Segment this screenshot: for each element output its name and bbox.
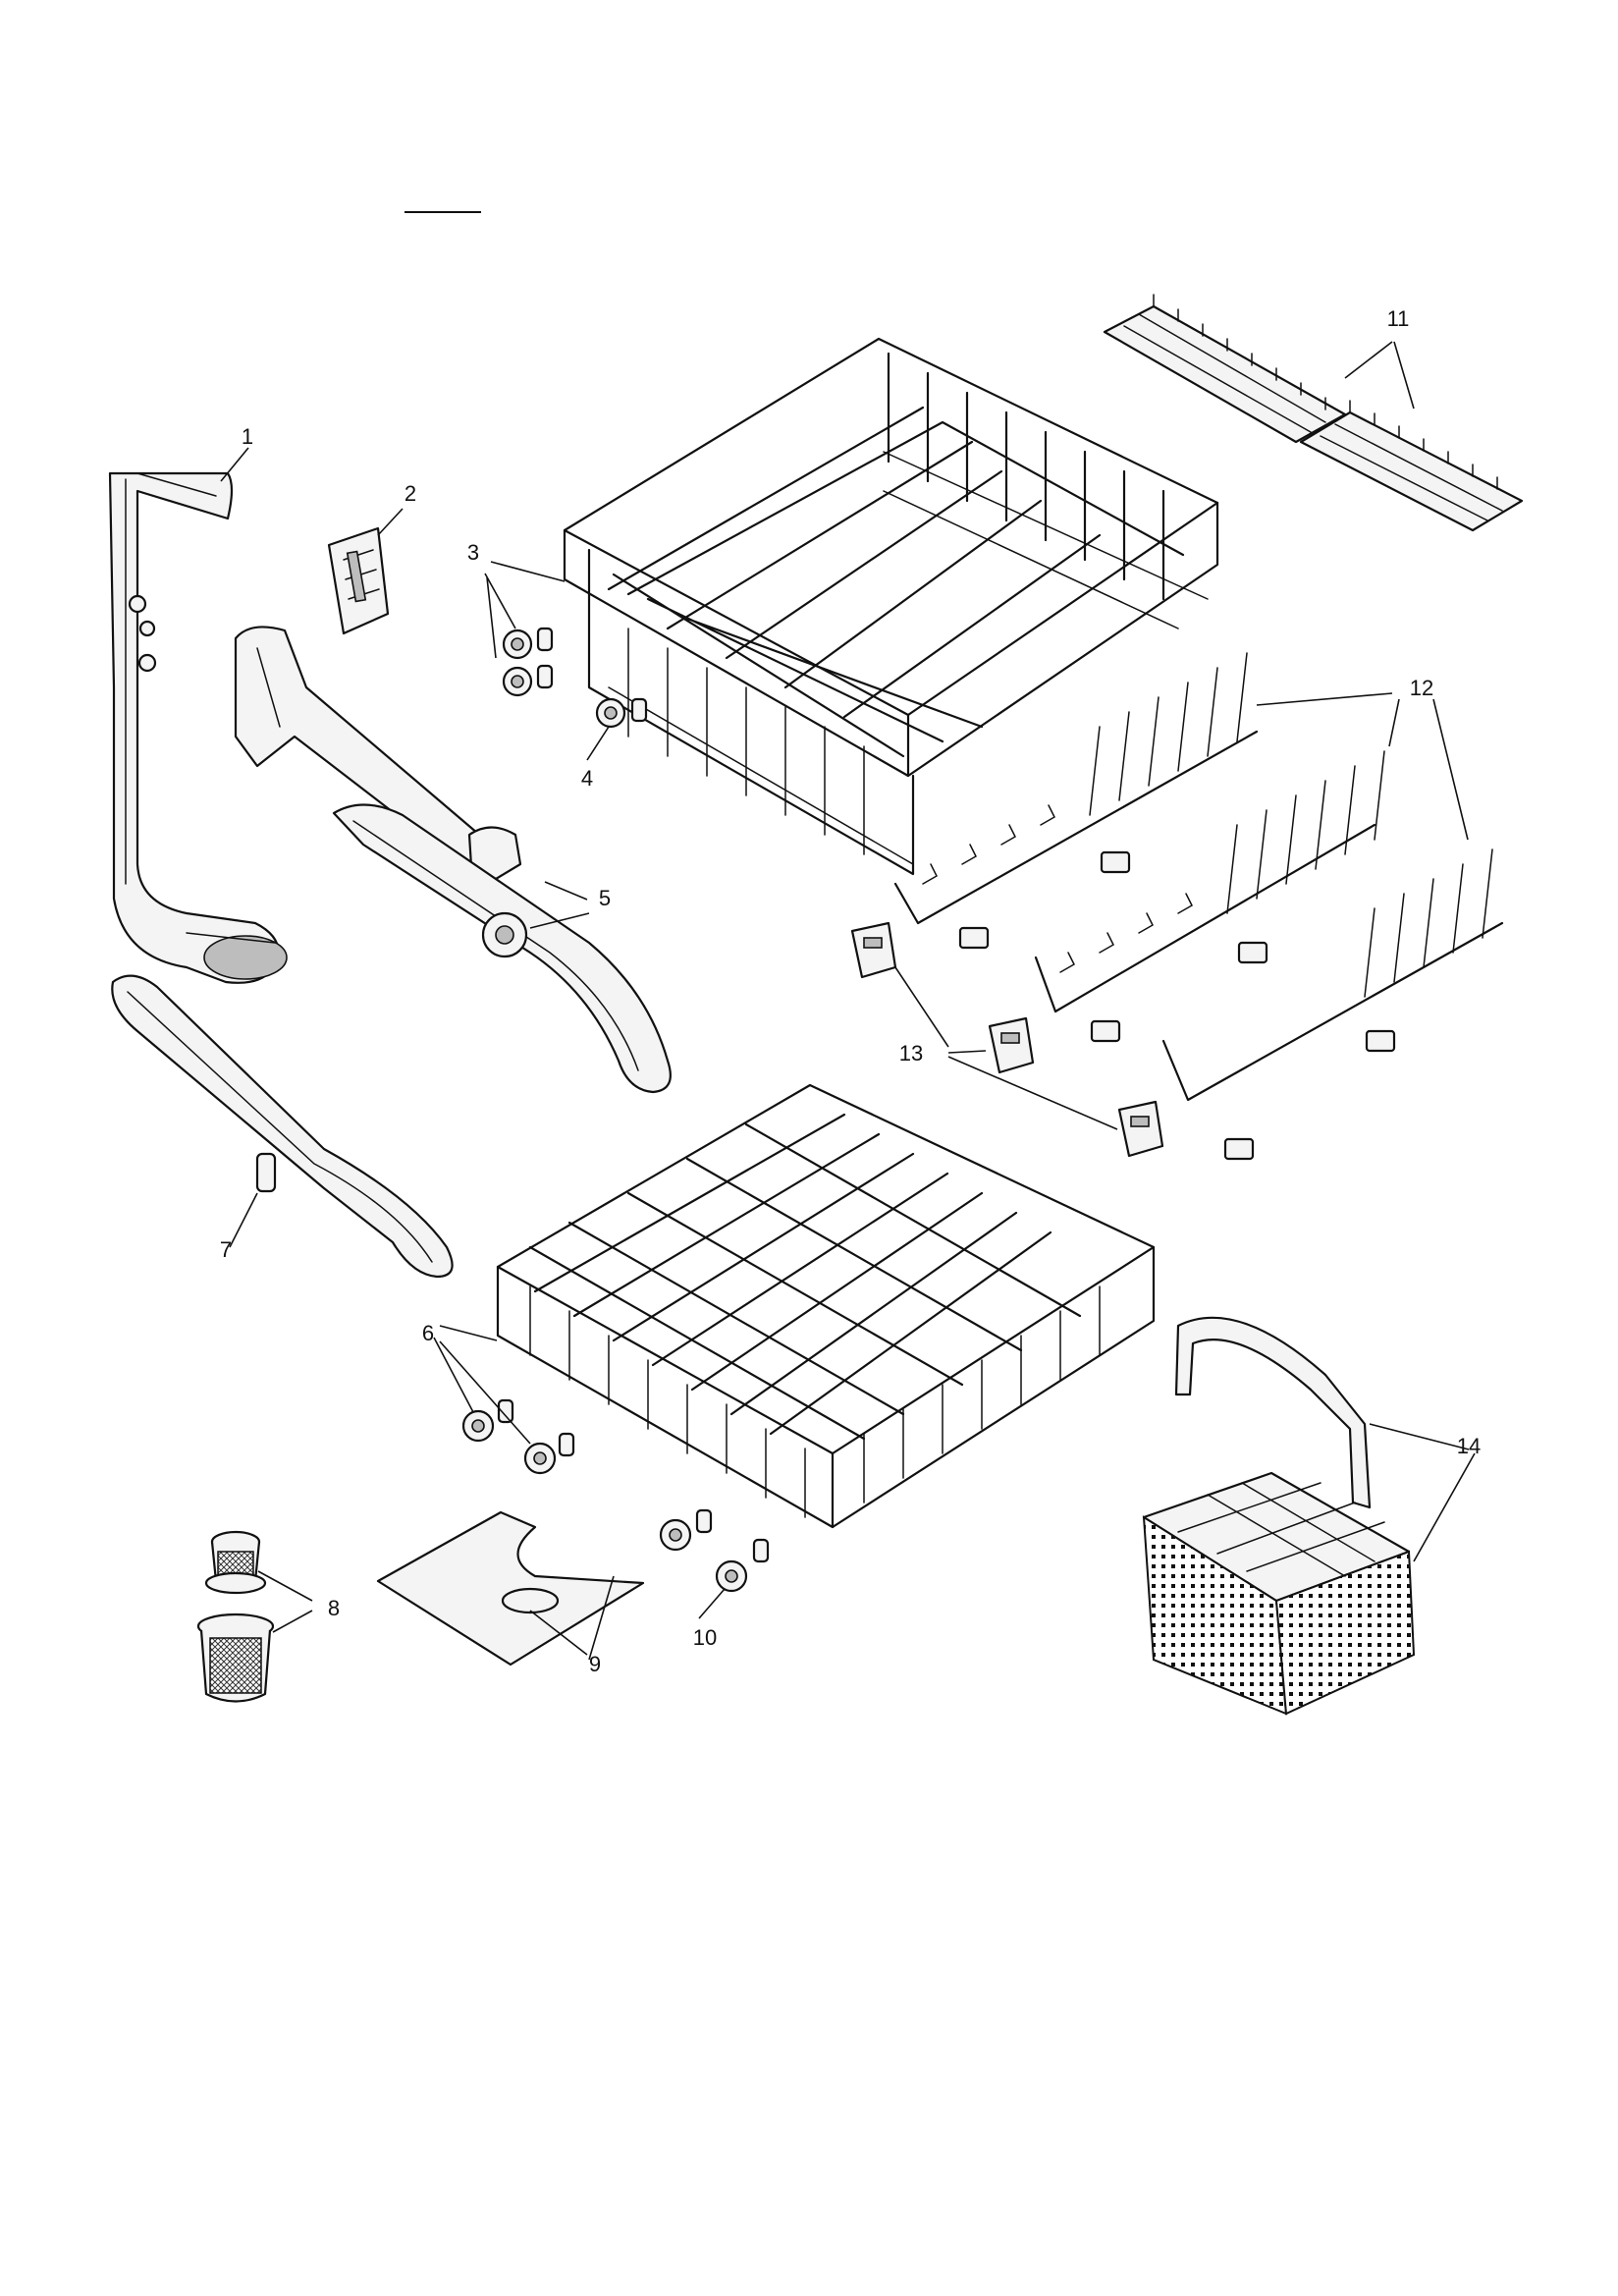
callout-1: 1 <box>242 424 253 449</box>
part-6-lower-rack-rollers <box>461 1398 575 1475</box>
part-5-spray-arm <box>332 803 672 1094</box>
upper-rack <box>563 337 1219 876</box>
part-13-rack-clips <box>850 921 1164 1158</box>
leader-lines <box>220 341 1476 1661</box>
callout-5: 5 <box>599 886 611 910</box>
callout-3: 3 <box>467 540 479 565</box>
callout-10: 10 <box>693 1625 717 1650</box>
part-4-upper-rack-roller <box>595 697 648 729</box>
callout-labels: 1 2 3 4 5 6 7 8 9 10 11 12 13 14 <box>220 306 1481 1676</box>
part-1-spray-supply-tube <box>108 471 288 984</box>
lower-rack <box>496 1083 1156 1529</box>
part-10-lower-rack-rollers <box>659 1508 770 1593</box>
callout-13: 13 <box>899 1041 923 1066</box>
callout-7: 7 <box>220 1237 232 1262</box>
part-3-upper-rack-rollers <box>502 627 554 697</box>
upper-spray-arm <box>234 626 522 882</box>
callout-8: 8 <box>328 1596 340 1620</box>
callout-11: 11 <box>1387 306 1410 331</box>
part-2-clip <box>327 526 390 635</box>
part-12-tine-rows <box>893 652 1504 1161</box>
callout-6: 6 <box>422 1321 434 1345</box>
callout-12: 12 <box>1410 676 1433 700</box>
callout-2: 2 <box>404 481 416 506</box>
callout-14: 14 <box>1457 1434 1481 1458</box>
callout-4: 4 <box>581 766 593 791</box>
callout-9: 9 <box>589 1652 601 1676</box>
part-14-cutlery-basket <box>1142 1316 1416 1716</box>
part-9-filter-plate <box>376 1510 645 1667</box>
part-8-filters <box>196 1530 275 1703</box>
part-11-cup-shelves <box>1103 294 1524 532</box>
part-7-lower-spray-arm <box>111 974 454 1279</box>
